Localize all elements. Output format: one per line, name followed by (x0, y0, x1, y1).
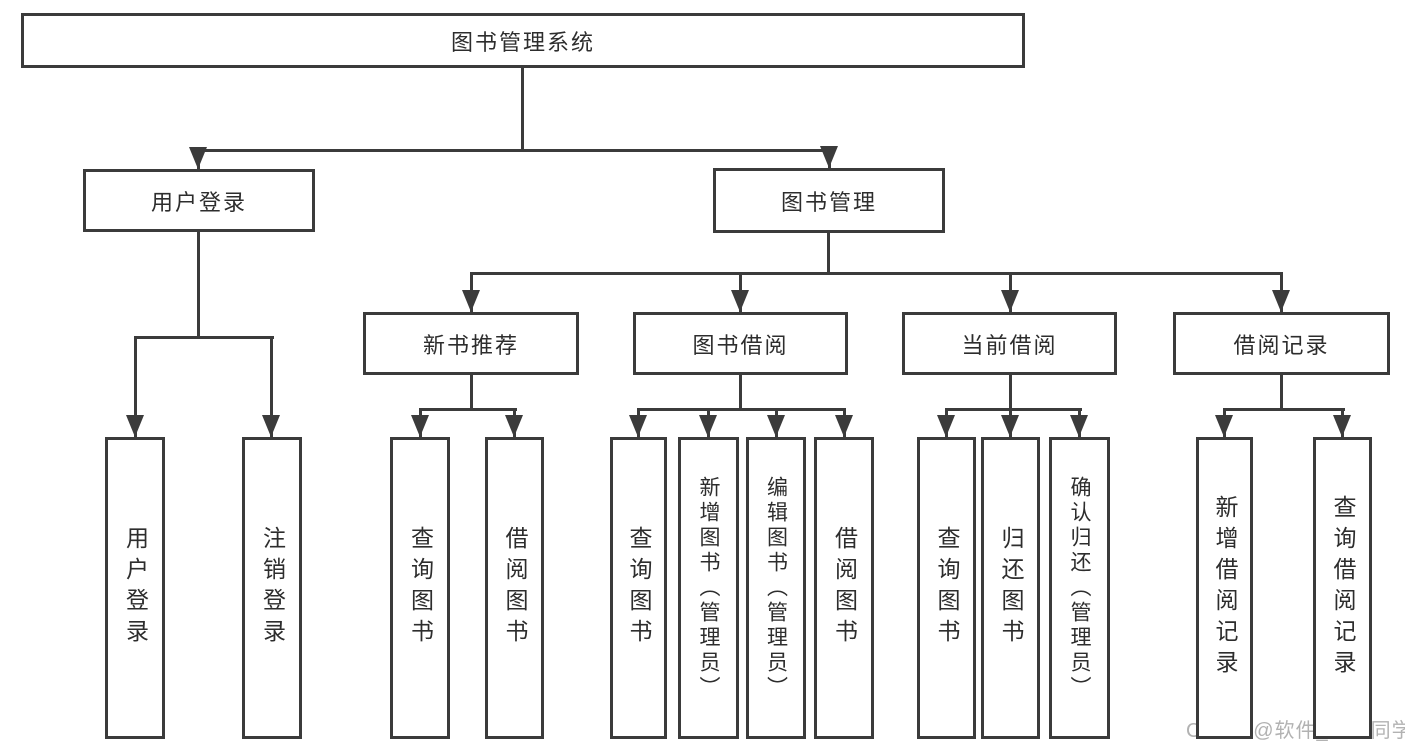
node-login-login: 用户登录 (105, 437, 165, 739)
connector-line-vertical (470, 373, 473, 411)
connector-line-horizontal (134, 336, 274, 339)
node-cur-confirm: 确认归还（管理员） (1049, 437, 1110, 739)
node-label-cur-query: 查询图书 (934, 526, 960, 650)
arrow-down-icon (820, 146, 838, 168)
connector-line-horizontal (945, 408, 1082, 411)
node-label-book-mgmt: 图书管理 (780, 189, 877, 215)
connector-line-horizontal (419, 408, 517, 411)
node-label-current-borrow: 当前借阅 (961, 332, 1058, 358)
node-nb-query: 查询图书 (390, 437, 450, 739)
node-new-book: 新书推荐 (363, 312, 579, 375)
node-borrow-records: 借阅记录 (1173, 312, 1390, 375)
node-label-rec-add: 新增借阅记录 (1212, 495, 1238, 681)
arrow-down-icon (189, 147, 207, 169)
node-label-bw-borrow: 借阅图书 (831, 526, 858, 650)
node-label-root: 图书管理系统 (450, 29, 595, 55)
arrow-down-icon (1001, 415, 1019, 437)
arrow-down-icon (937, 415, 955, 437)
node-nb-borrow: 借阅图书 (485, 437, 544, 739)
arrow-down-icon (767, 415, 785, 437)
node-rec-add: 新增借阅记录 (1196, 437, 1253, 739)
arrow-down-icon (1272, 290, 1290, 312)
node-current-borrow: 当前借阅 (902, 312, 1117, 375)
connector-line-vertical (1009, 373, 1012, 411)
arrow-down-icon (126, 415, 144, 437)
node-book-borrow: 图书借阅 (633, 312, 848, 375)
node-label-nb-query: 查询图书 (407, 526, 434, 650)
node-rec-query: 查询借阅记录 (1313, 437, 1372, 739)
node-label-bw-query: 查询图书 (626, 526, 652, 650)
arrow-down-icon (505, 415, 523, 437)
node-label-bw-edit: 编辑图书（管理员） (764, 475, 788, 701)
arrow-down-icon (262, 415, 280, 437)
node-cur-return: 归还图书 (981, 437, 1040, 739)
arrow-down-icon (1215, 415, 1233, 437)
node-bw-edit: 编辑图书（管理员） (746, 437, 806, 739)
arrow-down-icon (731, 290, 749, 312)
node-bw-borrow: 借阅图书 (814, 437, 874, 739)
node-label-bw-add: 新增图书（管理员） (697, 475, 720, 701)
arrow-shaft (270, 336, 273, 437)
node-login-logout: 注销登录 (242, 437, 302, 739)
node-label-cur-return: 归还图书 (998, 526, 1024, 650)
arrow-down-icon (411, 415, 429, 437)
connector-line-horizontal (197, 149, 832, 152)
arrow-down-icon (1001, 290, 1019, 312)
arrow-shaft (134, 336, 137, 437)
node-label-login-logout: 注销登录 (259, 526, 286, 650)
node-root: 图书管理系统 (21, 13, 1025, 68)
connector-line-horizontal (470, 272, 1283, 275)
connector-line-vertical (197, 229, 200, 339)
node-label-login-login: 用户登录 (122, 526, 149, 650)
node-label-borrow-records: 借阅记录 (1233, 332, 1330, 358)
connector-line-horizontal (637, 408, 846, 411)
node-label-nb-borrow: 借阅图书 (502, 526, 528, 650)
arrow-down-icon (835, 415, 853, 437)
arrow-down-icon (462, 290, 480, 312)
node-book-mgmt: 图书管理 (713, 168, 945, 233)
node-label-user-login: 用户登录 (150, 189, 247, 215)
connector-line-vertical (1280, 373, 1283, 411)
connector-line-vertical (827, 230, 830, 275)
arrow-down-icon (699, 415, 717, 437)
connector-line-horizontal (1223, 408, 1345, 411)
node-label-cur-confirm: 确认归还（管理员） (1068, 475, 1091, 701)
arrow-down-icon (1070, 415, 1088, 437)
node-label-rec-query: 查询借阅记录 (1330, 495, 1356, 681)
node-label-new-book: 新书推荐 (422, 332, 519, 358)
arrow-down-icon (1333, 415, 1351, 437)
node-user-login: 用户登录 (83, 169, 315, 232)
node-bw-query: 查询图书 (610, 437, 667, 739)
connector-line-vertical (739, 373, 742, 411)
node-bw-add: 新增图书（管理员） (678, 437, 739, 739)
connector-line-vertical (521, 68, 524, 152)
node-cur-query: 查询图书 (917, 437, 976, 739)
arrow-down-icon (629, 415, 647, 437)
node-label-book-borrow: 图书借阅 (692, 332, 789, 358)
